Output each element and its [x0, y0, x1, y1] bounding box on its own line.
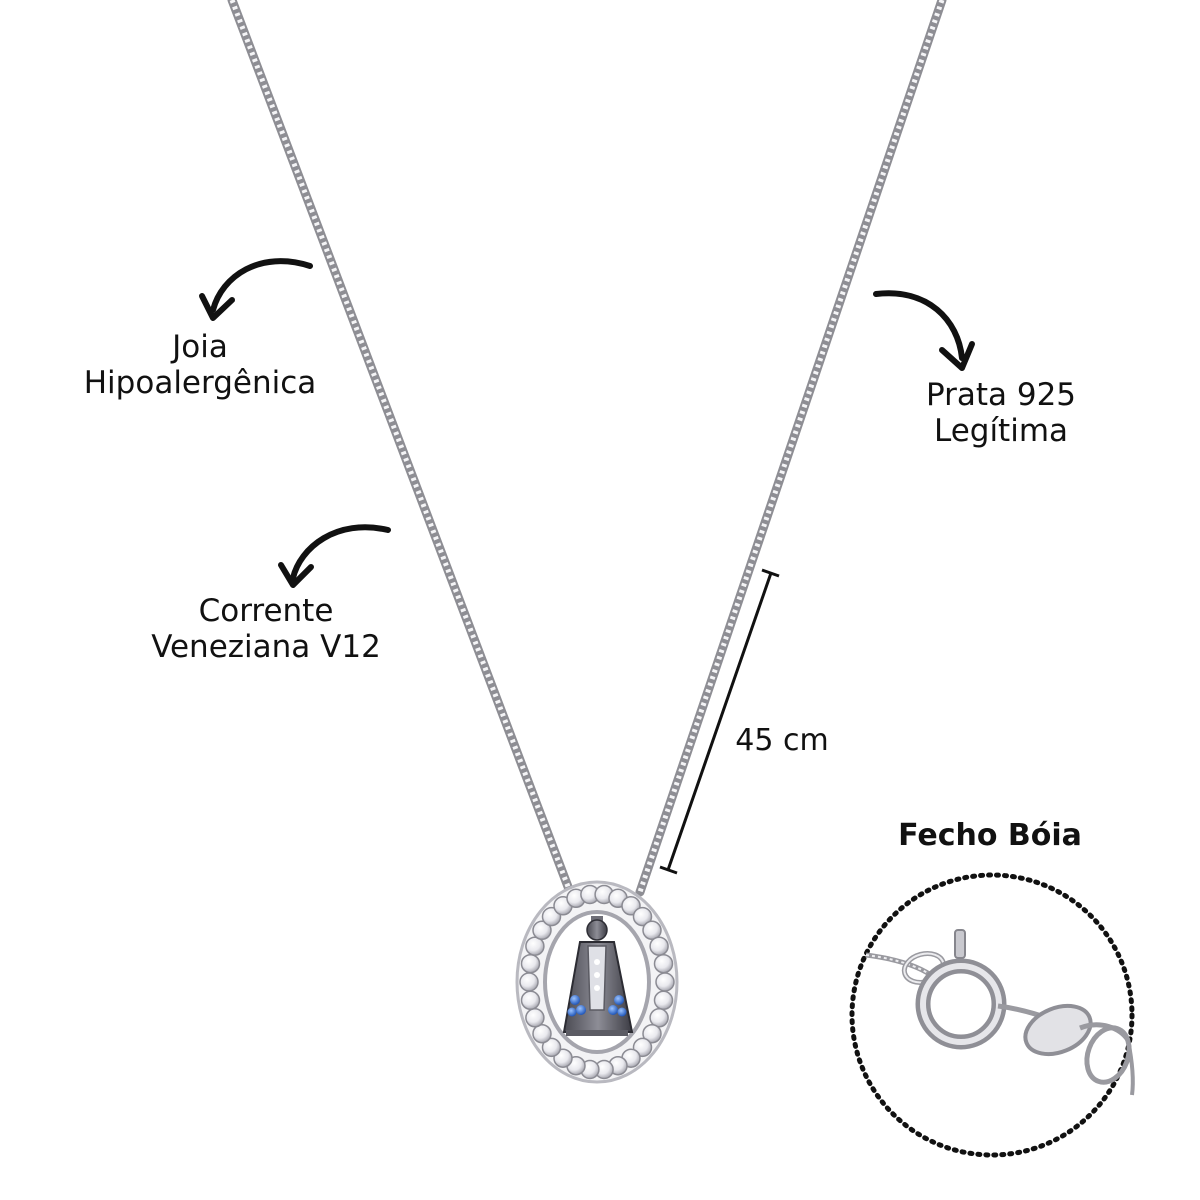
chain-type-label: Corrente Veneziana V12: [126, 593, 406, 665]
zirconia-stone: [520, 953, 541, 974]
curved-arrow-icon: [873, 290, 975, 371]
zirconia-stone: [519, 972, 539, 992]
zirconia-stone: [649, 936, 669, 956]
our-lady-figure: [562, 916, 634, 1036]
clasp-detail-magnifier: [849, 872, 1135, 1158]
chain-right-strand: [635, 0, 947, 897]
zirconia-stone: [532, 920, 552, 941]
curved-arrow-icon: [199, 258, 313, 321]
zirconia-stone: [649, 1008, 669, 1028]
pendant: [515, 880, 679, 1084]
zirconia-halo: [519, 884, 675, 1080]
zirconia-stone: [532, 1023, 552, 1044]
zirconia-stone: [520, 990, 541, 1011]
chain-type-line1: Corrente: [198, 593, 334, 629]
zirconia-stone: [642, 1023, 662, 1044]
dimension-line-icon: [659, 568, 780, 875]
material-label: Prata 925 Legítima: [861, 377, 1141, 449]
zirconia-stone: [525, 1008, 545, 1028]
curved-arrow-icon: [278, 524, 391, 588]
zirconia-stone: [541, 1037, 562, 1058]
zirconia-stone: [653, 953, 674, 974]
zirconia-stone: [525, 936, 545, 956]
length-label: 45 cm: [735, 723, 829, 758]
spring-ring-clasp: [865, 929, 1135, 1096]
chain-left-strand: [227, 0, 575, 897]
zirconia-stone: [653, 990, 674, 1011]
zirconia-stone: [642, 920, 662, 941]
hypoallergenic-line1: Joia: [172, 329, 228, 365]
hypoallergenic-line2: Hipoalergênica: [83, 365, 317, 401]
clasp-title: Fecho Bóia: [898, 818, 1082, 853]
material-line1: Prata 925: [925, 377, 1077, 413]
material-line2: Legítima: [933, 413, 1069, 449]
hypoallergenic-label: Joia Hipoalergênica: [60, 329, 340, 401]
chain-type-line2: Veneziana V12: [151, 629, 381, 665]
zirconia-stone: [655, 972, 675, 992]
zirconia-stone: [632, 906, 653, 927]
